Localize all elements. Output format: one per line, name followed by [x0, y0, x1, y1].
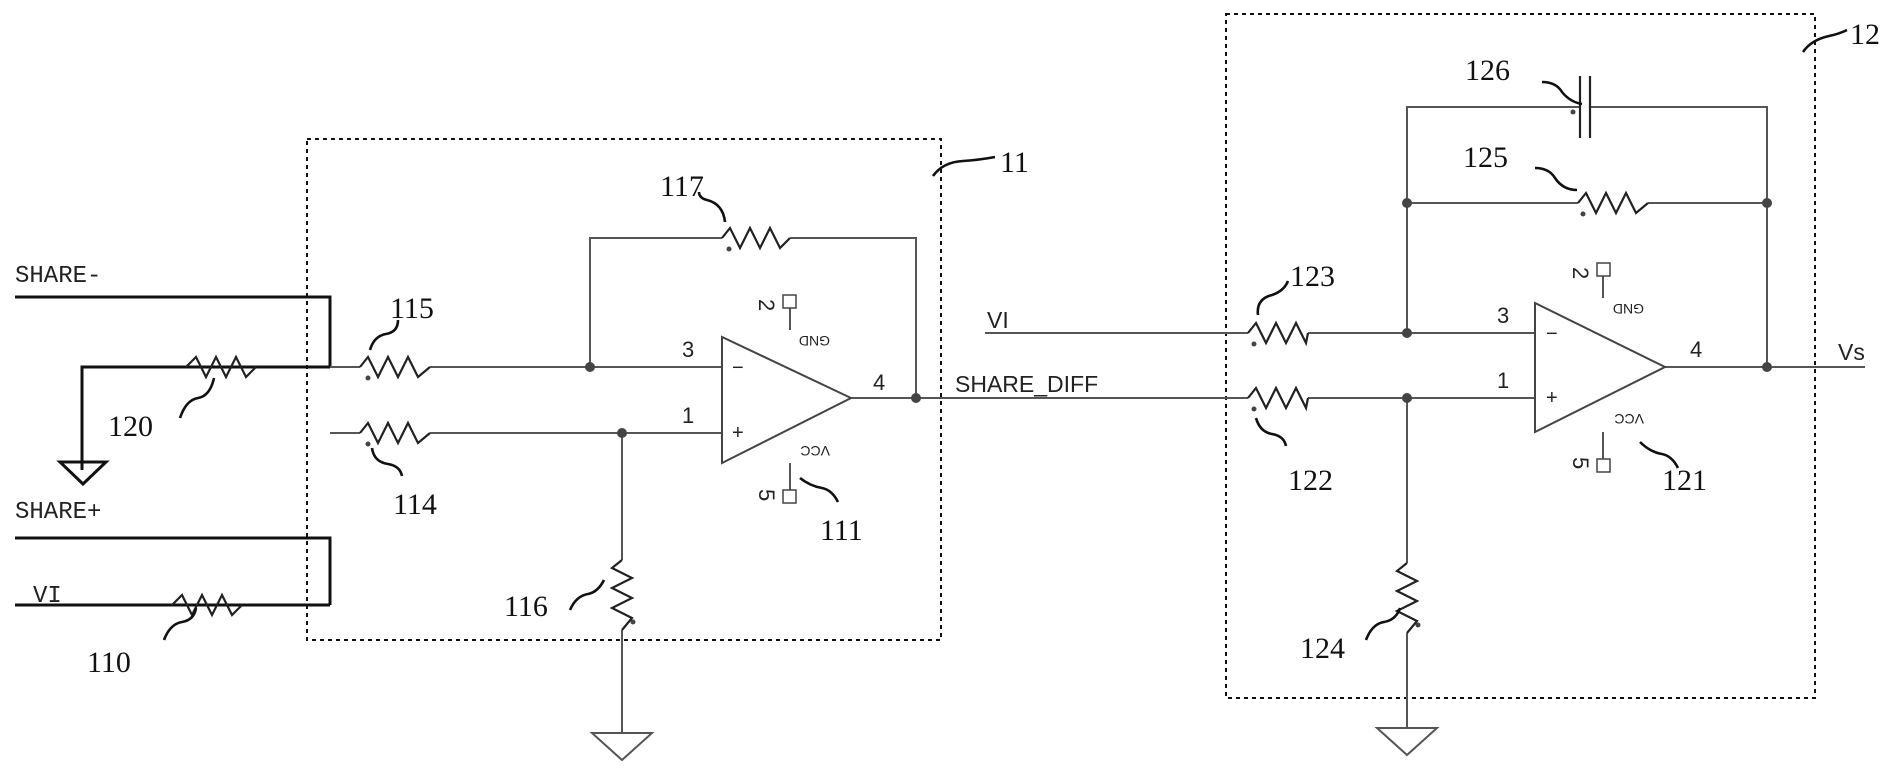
opamp-111: [721, 335, 854, 465]
net-label-share-minus: SHARE-: [15, 263, 101, 290]
opamp-111-gnd-label: GND: [799, 333, 830, 349]
net-label-vi-right: VI: [987, 307, 1009, 333]
resistor-117-dot: [726, 246, 732, 252]
junction-dot: [1762, 362, 1772, 372]
ref-label-121: 121: [1662, 464, 1707, 497]
resistor-124: [1394, 562, 1420, 634]
block-12-box: [1225, 13, 1816, 699]
resistor-116-dot: [630, 619, 636, 625]
block-11-box: [306, 138, 942, 641]
block-label-11: 11: [1000, 146, 1029, 179]
block-label-12: 12: [1850, 18, 1880, 51]
opamp-111-pin4: 4: [873, 370, 885, 395]
opamp-111-pin3: 3: [682, 337, 694, 362]
ref-label-116: 116: [504, 590, 548, 623]
ref-label-123: 123: [1290, 260, 1335, 293]
opamp-121-pin3: 3: [1497, 303, 1509, 328]
opamp-111-minus: −: [732, 357, 744, 379]
opamp-111-pin5: 5: [754, 489, 779, 501]
ref-label-114: 114: [393, 488, 437, 521]
opamp-121-pin5-box: [1596, 458, 1611, 473]
opamp-121-pin2: 2: [1568, 267, 1593, 279]
junction-dot: [1402, 328, 1412, 338]
opamp-111-pin2: 2: [754, 299, 779, 311]
ref-label-122: 122: [1288, 464, 1333, 497]
opamp-121-pin1: 1: [1497, 368, 1509, 393]
ground-icon-block11: [589, 732, 655, 762]
opamp-111-pin1: 1: [682, 403, 694, 428]
opamp-111-pin5-box: [782, 489, 797, 504]
opamp-121-minus: −: [1546, 323, 1558, 345]
ref-label-117: 117: [660, 170, 704, 203]
ref-label-111: 111: [820, 514, 863, 547]
resistor-114-dot: [365, 441, 371, 447]
junction-dot: [1402, 393, 1412, 403]
resistor-124-dot: [1415, 622, 1421, 628]
opamp-111-vcc-label: VCC: [800, 443, 830, 459]
junction-dot: [911, 393, 921, 403]
resistor-117: [721, 225, 791, 251]
ref-label-124: 124: [1300, 632, 1345, 665]
resistor-123: [1247, 320, 1310, 347]
resistor-122: [1247, 385, 1310, 412]
capacitor-126: [1570, 76, 1592, 138]
ground-icon-left: [56, 460, 110, 487]
net-label-vs: Vs: [1838, 339, 1865, 365]
net-label-share-diff: SHARE_DIFF: [955, 371, 1098, 397]
resistor-122-dot: [1251, 406, 1257, 412]
resistor-123-dot: [1251, 341, 1257, 347]
ref-label-126: 126: [1465, 54, 1510, 87]
opamp-121-pin2-box: [1596, 262, 1611, 277]
ref-label-115: 115: [390, 292, 434, 325]
opamp-111-pin2-box: [782, 294, 797, 309]
opamp-121-gnd-label: GND: [1613, 301, 1644, 317]
resistor-125: [1577, 190, 1649, 216]
left-input-wiring: [15, 295, 332, 607]
junction-dot: [1402, 198, 1412, 208]
block-12-wiring: [985, 106, 1865, 728]
opamp-121-plus: +: [1546, 387, 1558, 409]
opamp-121-pin4: 4: [1690, 337, 1702, 362]
junction-dot: [617, 428, 627, 438]
ref-label-120: 120: [108, 410, 153, 443]
resistor-116: [609, 559, 635, 631]
resistor-120: [185, 354, 257, 380]
junction-dot: [1762, 198, 1772, 208]
opamp-121: [1534, 301, 1668, 434]
junction-dot: [585, 362, 595, 372]
ref-label-110: 110: [87, 646, 131, 679]
net-label-vi-left: VI: [33, 583, 62, 610]
leader-lines: [162, 28, 1848, 641]
resistor-125-dot: [1580, 211, 1586, 217]
resistor-115-dot: [365, 375, 371, 381]
opamp-111-plus: +: [732, 422, 744, 444]
ground-icon-block12: [1374, 727, 1440, 757]
net-label-share-plus: SHARE+: [15, 499, 101, 526]
ref-label-125: 125: [1463, 141, 1508, 174]
resistor-114: [359, 420, 431, 446]
block-11-wiring: [330, 237, 1248, 733]
resistor-115: [359, 354, 431, 380]
opamp-121-pin5: 5: [1568, 457, 1593, 469]
resistor-110: [171, 592, 243, 618]
opamp-121-vcc-label: VCC: [1614, 411, 1644, 427]
